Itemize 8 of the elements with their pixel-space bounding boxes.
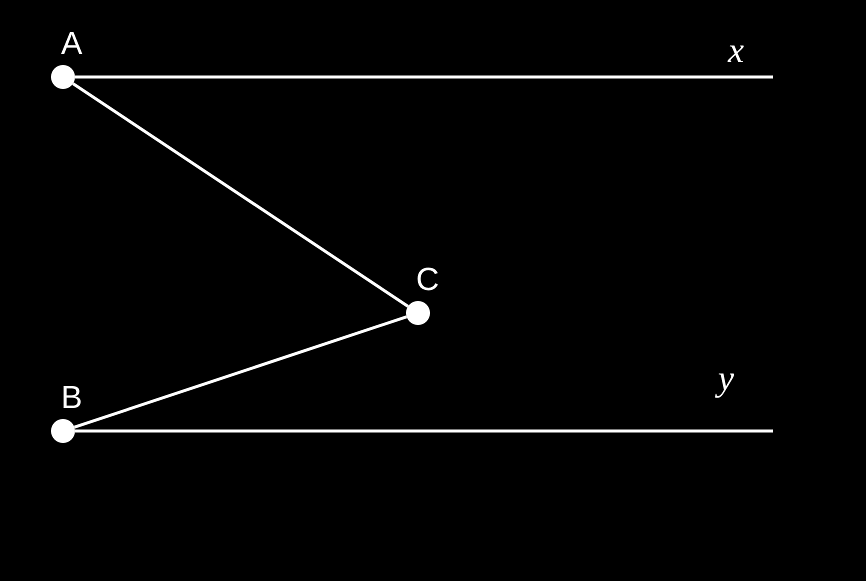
line-segment xyxy=(74,315,408,429)
line-segment xyxy=(75,76,773,78)
point-label: C xyxy=(416,263,440,295)
line-segment xyxy=(72,82,409,308)
point-label: B xyxy=(61,381,82,413)
line-segment xyxy=(75,430,773,432)
point-label: A xyxy=(61,27,82,59)
line-label: x xyxy=(728,32,744,68)
